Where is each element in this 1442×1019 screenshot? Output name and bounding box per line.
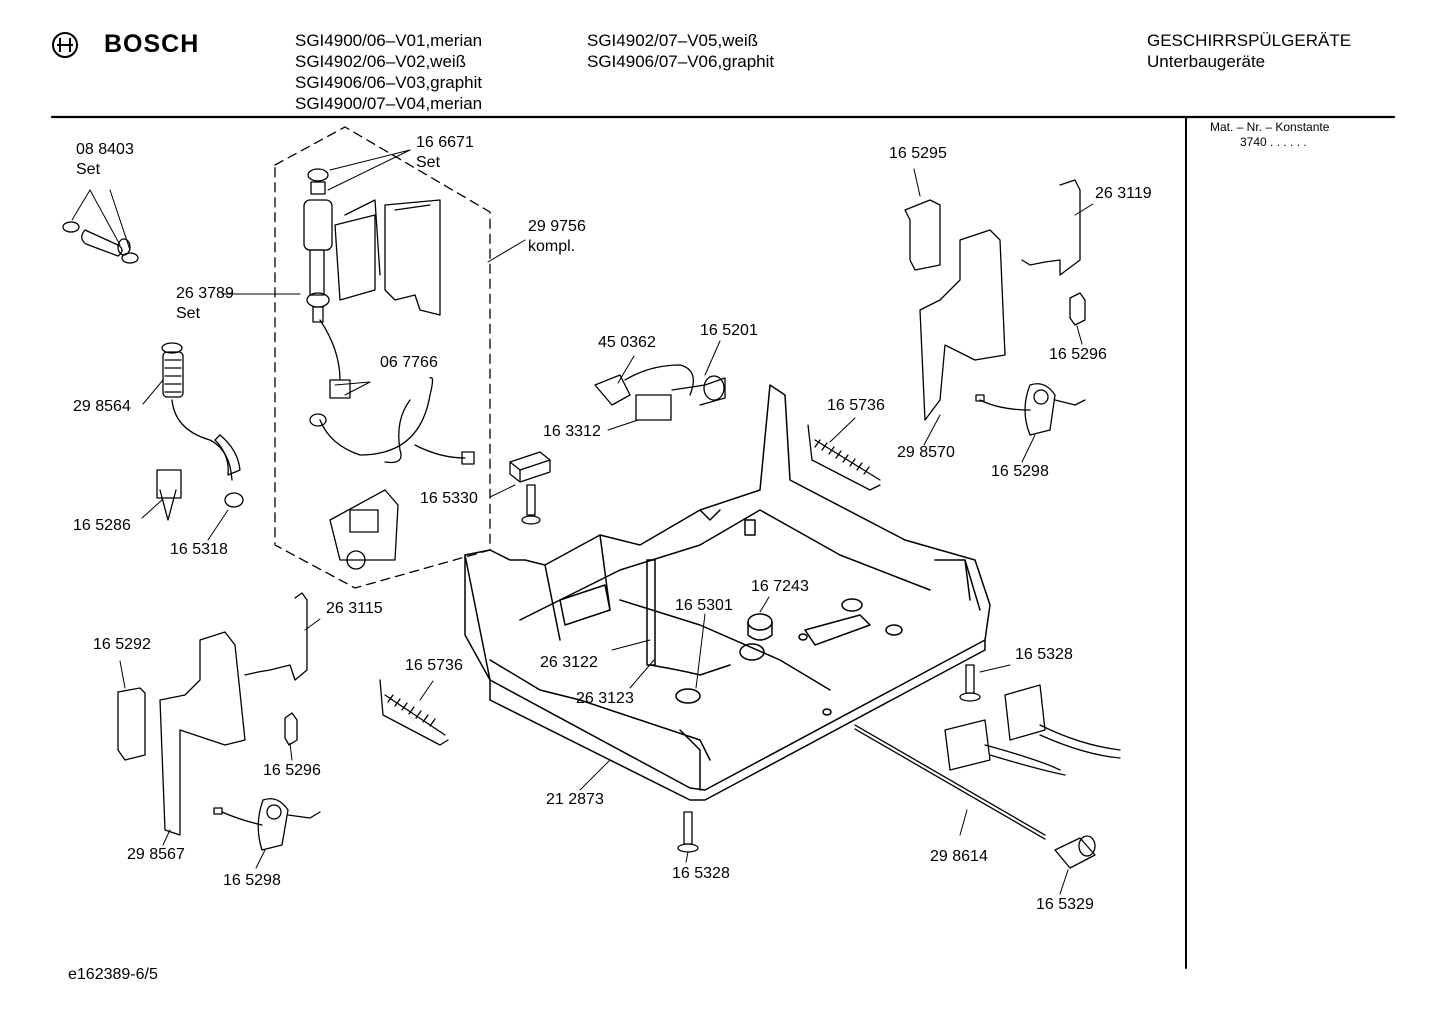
part-label: 26 3122 (540, 654, 598, 671)
model-line: SGI4902/07–V05,weiß (587, 31, 759, 50)
part-label: 06 7766 (380, 354, 438, 371)
valve-holder (329, 489, 399, 570)
part-label: 16 5296 (1049, 346, 1107, 363)
leader-lines (71, 149, 1094, 895)
category-block: GESCHIRRSPÜLGERÄTE Unterbaugeräte (1147, 30, 1351, 72)
part-label: 26 3115 (326, 600, 383, 617)
part-label: 16 5298 (991, 463, 1049, 480)
bosch-logo (50, 30, 80, 65)
cap-16-5329 (1054, 835, 1096, 869)
inlet-valve (303, 168, 441, 323)
right-hinge-parts (904, 179, 1086, 436)
model-line: SGI4906/06–V03,graphit (295, 73, 483, 92)
part-label: 16 5328 (672, 865, 730, 882)
part-label: 16 5736 (827, 397, 885, 414)
part-label: 21 2873 (546, 791, 604, 808)
model-line: SGI4900/07–V04,merian (295, 94, 483, 113)
part-label: 26 3123 (576, 690, 634, 707)
mat-nr-label: Mat. – Nr. – Konstante (1210, 120, 1330, 134)
brand-name: BOSCH (104, 30, 200, 58)
part-label: 16 5292 (93, 636, 151, 653)
part-label: 29 8614 (930, 848, 988, 865)
part-label: 29 8570 (897, 444, 955, 461)
screw-16-5328-right (959, 664, 981, 702)
wire-harness-06-7766 (309, 319, 475, 465)
spring-hose-29-8564 (161, 342, 244, 508)
part-label: 26 3119 (1095, 185, 1152, 202)
model-list-1: SGI4900/06–V01,merian SGI4902/06–V02,wei… (295, 30, 482, 114)
category-title: GESCHIRRSPÜLGERÄTE (1147, 31, 1352, 50)
part-label: 16 5201 (700, 322, 758, 339)
model-line: SGI4902/06–V02,weiß (295, 52, 467, 71)
part-label: 29 8564 (73, 398, 131, 415)
part-label: 16 5286 (73, 517, 131, 534)
model-list-2: SGI4902/07–V05,weiß SGI4906/07–V06,graph… (587, 30, 774, 72)
part-label: 29 8567 (127, 846, 185, 863)
rod-29-8614 (854, 724, 1046, 840)
left-hinge-parts (117, 592, 321, 851)
hose-set-08-8403 (62, 221, 139, 264)
part-label: 16 5329 (1036, 896, 1094, 913)
part-label: 16 5296 (263, 762, 321, 779)
part-label: 16 5301 (675, 597, 733, 614)
part-label: 16 3312 (543, 423, 601, 440)
bosch-armature-icon (52, 32, 78, 58)
part-label: 16 5298 (223, 872, 281, 889)
part-label: 16 5318 (170, 541, 228, 558)
screw-16-5328-bottom (677, 811, 699, 853)
drawing-code: e162389-6/5 (68, 966, 158, 983)
part-label: 16 5330 (420, 490, 478, 507)
spring-16-5736-left (379, 679, 449, 746)
model-line: SGI4906/07–V06,graphit (587, 52, 775, 71)
subcategory-title: Unterbaugeräte (1147, 52, 1266, 71)
mat-nr-value: 3740 . . . . . . (1240, 135, 1307, 149)
base-frame-21-2873 (464, 384, 991, 801)
clip-16-5286 (156, 469, 182, 521)
part-45-0362-harness (594, 364, 726, 421)
part-16-5330 (509, 451, 551, 525)
connector-harness (944, 684, 1121, 776)
model-line: SGI4900/06–V01,merian (295, 31, 483, 50)
part-label: 16 7243 (751, 578, 809, 595)
part-label: 45 0362 (598, 334, 656, 351)
spring-16-5736-right (807, 424, 881, 491)
part-label: 16 5736 (405, 657, 463, 674)
part-label: 16 5295 (889, 145, 947, 162)
part-label: 16 5328 (1015, 646, 1073, 663)
